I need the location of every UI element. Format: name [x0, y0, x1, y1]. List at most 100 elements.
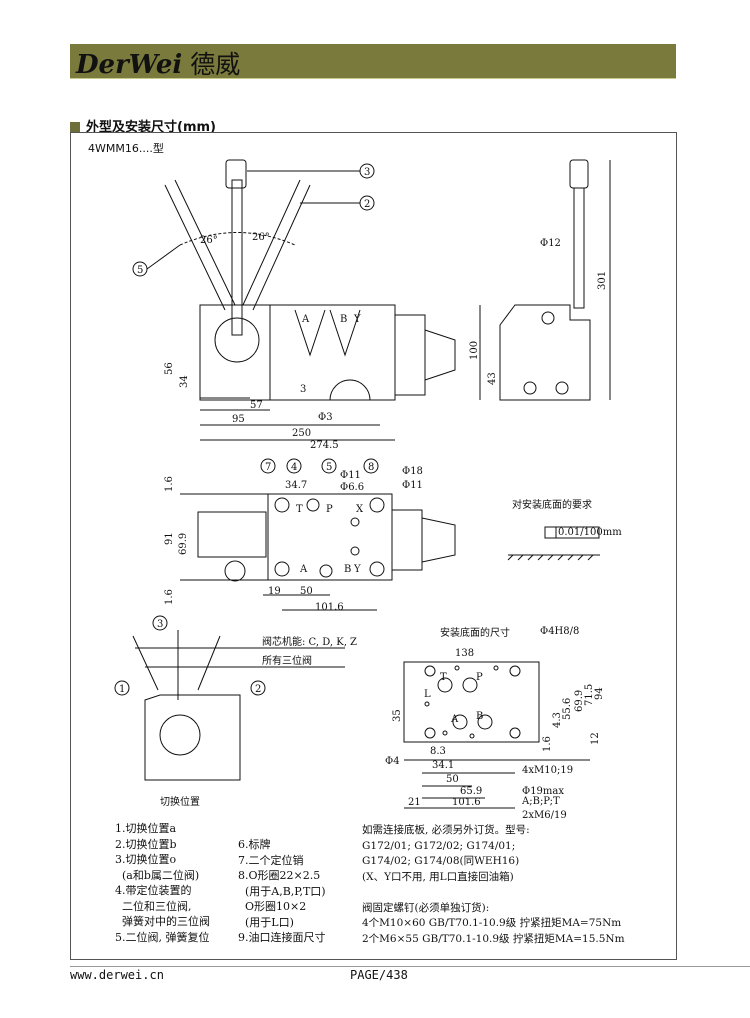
svg-text:21: 21	[408, 797, 421, 808]
square-bullet-icon	[70, 122, 80, 132]
svg-text:L: L	[424, 689, 431, 700]
port-marks	[294, 309, 361, 357]
svg-text:所有三位阀: 所有三位阀	[262, 654, 312, 667]
svg-text:阀芯机能: C, D, K, Z: 阀芯机能: C, D, K, Z	[262, 635, 357, 648]
svg-text:65.9: 65.9	[460, 786, 482, 797]
svg-text:3: 3	[364, 167, 370, 178]
svg-text:101.6: 101.6	[452, 797, 481, 808]
svg-text:B: B	[476, 711, 483, 722]
angle-left-label: 26°	[200, 235, 218, 246]
dim-95: 95	[232, 414, 245, 425]
surface-requirement: 对安装底面的要求 0.01/100mm	[507, 498, 622, 561]
footer-page-number: PAGE/438	[350, 968, 408, 982]
side-view: Φ12 301 100 43	[469, 159, 611, 401]
svg-text:91: 91	[164, 532, 175, 545]
drawing-frame	[70, 132, 677, 960]
logo-cn: 德威	[190, 50, 241, 79]
svg-text:0.01/100mm: 0.01/100mm	[558, 527, 622, 538]
svg-text:A: A	[450, 714, 459, 725]
detent-wheel	[214, 317, 260, 363]
svg-text:7: 7	[265, 462, 271, 473]
dim-phi12: Φ12	[540, 238, 561, 249]
svg-text:69.9: 69.9	[574, 690, 585, 712]
svg-text:19: 19	[268, 586, 281, 597]
dim-3: 3	[300, 384, 306, 395]
svg-text:Φ11: Φ11	[402, 480, 423, 491]
lever-knob	[225, 159, 247, 189]
svg-text:35: 35	[392, 709, 403, 722]
svg-text:1.6: 1.6	[542, 736, 553, 752]
svg-text:Φ4H8/8: Φ4H8/8	[540, 626, 579, 637]
svg-text:71.5: 71.5	[584, 684, 595, 706]
footer-divider	[70, 966, 750, 967]
svg-text:4xM10;19: 4xM10;19	[522, 765, 573, 776]
svg-text:4.3: 4.3	[552, 712, 563, 728]
order-notes: 如需连接底板, 必须另外订货。型号:G172/01; G172/02; G174…	[362, 824, 625, 945]
svg-text:101.6: 101.6	[315, 602, 344, 613]
svg-text:2: 2	[364, 199, 370, 210]
svg-text:8.3: 8.3	[430, 746, 446, 757]
svg-text:安装底面的尺寸: 安装底面的尺寸	[440, 626, 510, 639]
svg-text:69.9: 69.9	[178, 533, 189, 555]
dim-phi3: Φ3	[318, 412, 333, 423]
port-y: Y	[353, 314, 361, 325]
svg-text:P: P	[476, 672, 483, 683]
svg-text:A: A	[299, 564, 308, 575]
top-view: 1.6 91 69.9 1.6 34.7 Φ11 Φ6.6 Φ18 Φ11 19…	[164, 466, 456, 613]
svg-text:1.6: 1.6	[164, 476, 175, 492]
section-title: 外型及安装尺寸(mm)	[70, 116, 216, 135]
svg-text:切换位置: 切换位置	[160, 795, 200, 808]
valve-body	[269, 304, 396, 401]
lever-right	[242, 179, 311, 311]
angle-right-label: 26°	[252, 232, 270, 243]
svg-text:Y: Y	[353, 564, 361, 575]
dim-34: 34	[179, 375, 190, 388]
dim-56: 56	[164, 362, 175, 375]
model-label: 4WMM16....型	[88, 142, 164, 155]
lever-left	[164, 179, 236, 311]
svg-text:50: 50	[446, 774, 459, 785]
svg-text:5: 5	[326, 462, 332, 473]
svg-text:2xM6/19: 2xM6/19	[522, 810, 567, 821]
svg-text:A;B;P;T: A;B;P;T	[521, 796, 560, 807]
svg-text:2: 2	[255, 684, 261, 695]
switching-positions: 阀芯机能: C, D, K, Z 所有三位阀 切换位置 3 1 2	[114, 615, 357, 808]
svg-text:Φ11: Φ11	[340, 470, 361, 481]
svg-text:B: B	[344, 564, 351, 575]
svg-text:Φ19max: Φ19max	[522, 786, 564, 797]
dim-57: 57	[250, 400, 263, 411]
svg-text:8: 8	[368, 462, 374, 473]
svg-text:3: 3	[157, 619, 163, 630]
svg-text:5: 5	[137, 265, 143, 276]
svg-text:1: 1	[119, 684, 125, 695]
svg-text:Φ4: Φ4	[385, 756, 400, 767]
logo-text: DerWei	[76, 50, 183, 80]
footer-website[interactable]: www.derwei.cn	[70, 968, 164, 982]
end-cap	[394, 314, 426, 396]
mounting-surface: 安装底面的尺寸 Φ4H8/8 138 35 55.6 69.9 71.5 94 …	[385, 626, 605, 821]
port-b: B	[340, 314, 347, 325]
svg-text:138: 138	[455, 648, 474, 659]
svg-text:Φ18: Φ18	[402, 466, 423, 477]
dim-301: 301	[597, 271, 608, 290]
svg-text:55.6: 55.6	[562, 698, 573, 720]
svg-text:34.7: 34.7	[285, 480, 307, 491]
angle-arc	[179, 232, 296, 246]
svg-text:Φ6.6: Φ6.6	[340, 482, 364, 493]
svg-text:12: 12	[590, 732, 601, 745]
dim-274-5: 274.5	[310, 440, 339, 451]
svg-text:对安装底面的要求: 对安装底面的要求	[512, 498, 592, 511]
svg-text:P: P	[326, 504, 333, 515]
lever-center	[231, 179, 243, 336]
svg-text:50: 50	[300, 586, 313, 597]
svg-text:1.6: 1.6	[164, 589, 175, 605]
callouts: 3 2 5 7 4 5 8	[132, 163, 379, 474]
svg-text:T: T	[296, 504, 303, 515]
dim-100: 100	[469, 341, 480, 360]
